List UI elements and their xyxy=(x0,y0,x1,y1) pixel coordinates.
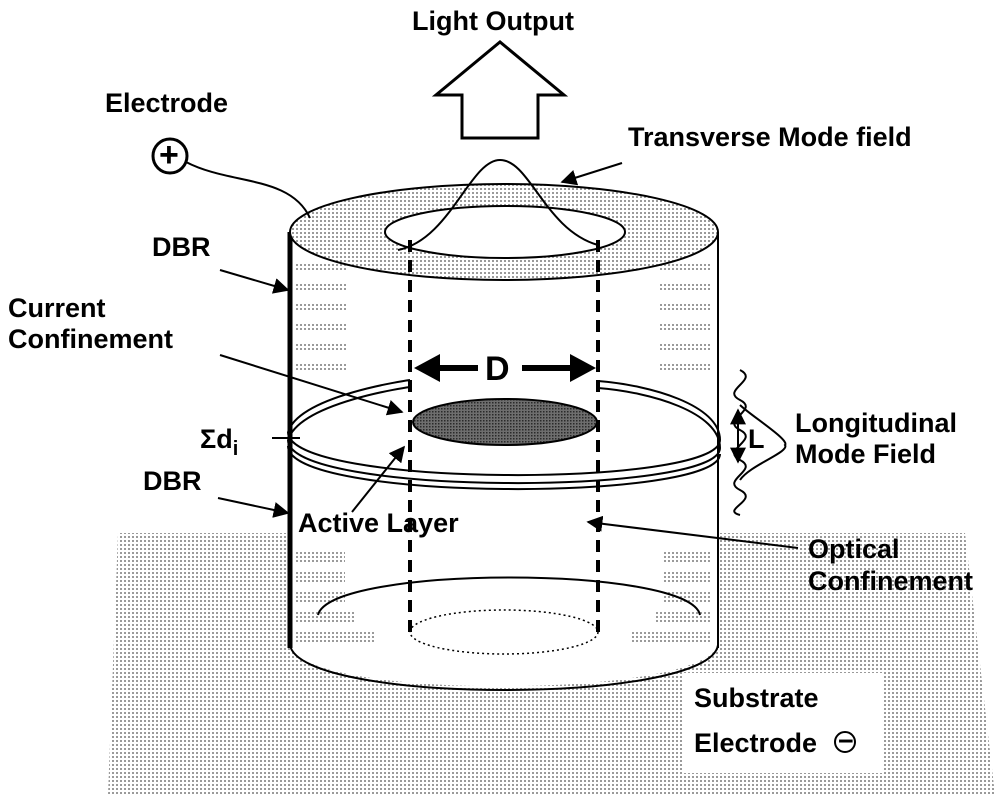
confinement-ring-front3 xyxy=(287,445,721,490)
substrate-electrode-label: Electrode xyxy=(694,728,817,758)
light-output-label: Light Output xyxy=(412,6,574,36)
transverse-mode-label: Transverse Mode field xyxy=(628,122,912,152)
d-arrowhead-left xyxy=(414,354,440,382)
sum-d-subscript: i xyxy=(233,438,239,460)
sum-d-label: Σdi xyxy=(200,424,238,460)
confinement-ring-front2 xyxy=(287,439,721,484)
dbr-bottom-label: DBR xyxy=(143,466,202,496)
longitudinal-wave xyxy=(733,369,747,516)
dbr-stripes-lower-right xyxy=(632,552,712,642)
dbr-stripes-lower-left xyxy=(295,552,375,642)
confinement-ring-back-r xyxy=(597,380,721,441)
minus-sign: − xyxy=(838,726,854,756)
transverse-mode-curve xyxy=(397,158,599,251)
current-pointer xyxy=(219,354,404,416)
cylinder-body xyxy=(290,232,718,687)
active-layer-disk xyxy=(412,398,598,446)
optical-pointer xyxy=(586,515,799,549)
optical-label-line1: Optical xyxy=(808,534,900,564)
electrode-plus-circle xyxy=(151,137,189,175)
longitudinal-label-line1: Longitudinal xyxy=(795,408,957,438)
current-label-line1: Current xyxy=(8,293,106,323)
bottom-inner-ellipse-back xyxy=(317,576,701,616)
substrate-label: Substrate xyxy=(694,683,819,713)
dbr-top-label: DBR xyxy=(152,232,211,262)
dbr-bottom-pointer xyxy=(217,497,290,518)
longitudinal-envelope xyxy=(739,404,787,481)
plus-sign: + xyxy=(159,136,179,174)
substrate-label-box xyxy=(682,673,882,773)
dbr-stripes-upper-right xyxy=(660,262,712,372)
current-label-line2: Confinement xyxy=(8,324,173,354)
bottom-dotted-ellipse xyxy=(409,609,599,655)
electrode-minus-circle xyxy=(834,731,856,753)
l-dimension-label: L xyxy=(748,424,765,454)
active-layer-pointer xyxy=(351,445,405,513)
d-arrowhead-right xyxy=(570,354,596,382)
confinement-ring-back xyxy=(287,379,411,433)
confinement-ring-front xyxy=(287,431,721,476)
d-dimension-label: D xyxy=(485,350,510,388)
dbr-stripes-upper-left xyxy=(295,262,347,372)
dbr-top-pointer xyxy=(219,269,290,294)
active-layer-label: Active Layer xyxy=(298,508,459,538)
electrode-wire xyxy=(185,161,311,219)
longitudinal-label-line2: Mode Field xyxy=(795,439,936,469)
confinement-ring-back-r2 xyxy=(597,387,721,449)
cylinder-bottom-edge xyxy=(289,644,719,691)
top-aperture xyxy=(384,205,626,259)
confinement-ring-back2 xyxy=(287,386,411,441)
transverse-pointer xyxy=(560,162,623,186)
optical-label-line2: Confinement xyxy=(808,566,973,596)
light-output-arrow xyxy=(431,40,569,140)
electrode-label: Electrode xyxy=(105,88,228,118)
